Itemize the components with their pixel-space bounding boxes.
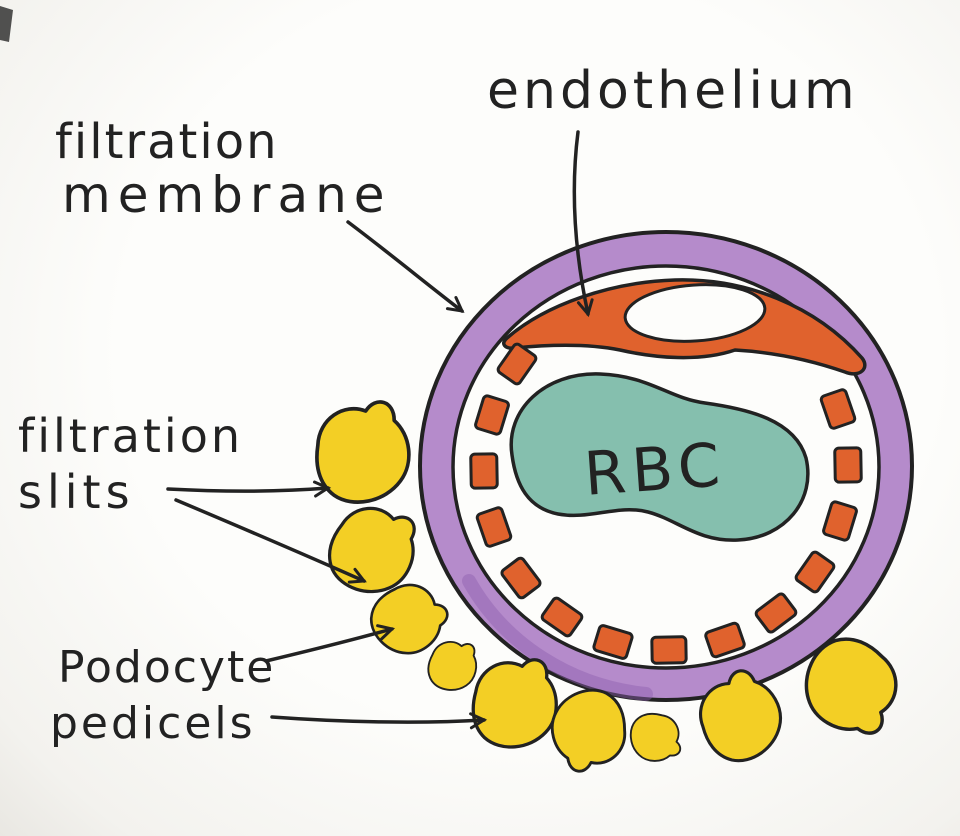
fenestra-pore xyxy=(623,283,767,343)
fenestration-square xyxy=(704,621,746,659)
rbc-label: RBC xyxy=(582,430,728,510)
endothelium-arrow xyxy=(572,130,594,318)
fenestration-square xyxy=(500,556,542,600)
fenestration-square xyxy=(819,388,857,430)
fenestration-square xyxy=(592,624,634,660)
fenestration-square xyxy=(822,500,858,542)
fenestration-square xyxy=(496,342,538,386)
endothelium-label: endothelium xyxy=(487,61,859,121)
filtration-slits-label-line2: slits xyxy=(18,465,135,519)
podocyte-arrow xyxy=(264,624,396,663)
pedicels-arrow xyxy=(270,712,488,730)
podocyte-pedicel xyxy=(305,396,420,512)
podocyte-pedicels-label-line2: pedicels xyxy=(50,698,256,749)
podocyte-pedicel xyxy=(467,656,562,752)
podocyte-pedicel xyxy=(628,710,683,764)
membrane-shading xyxy=(462,574,653,701)
fenestration-square xyxy=(474,394,510,436)
filtration-slits-arrow-1 xyxy=(166,480,332,498)
fenestration-square xyxy=(794,550,836,594)
fenestration-square xyxy=(475,506,513,548)
filtration-slits-arrow-2 xyxy=(174,498,367,584)
podocyte-pedicels-label-line1: Podocyte xyxy=(58,642,275,693)
fenestration-square xyxy=(650,635,688,665)
fenestration-square xyxy=(469,452,499,490)
fenestration-square xyxy=(754,592,798,634)
fenestration-ring xyxy=(469,342,863,665)
filtration-membrane-arrow xyxy=(346,220,465,313)
podocyte-pedicel xyxy=(424,637,481,695)
fenestration-square xyxy=(540,596,584,638)
filtration-slits-label-line1: filtration xyxy=(18,409,243,463)
fenestration-square xyxy=(833,446,863,484)
filtration-membrane-label-line2: membrane xyxy=(62,166,392,224)
filtration-membrane-label-line1: filtration xyxy=(55,114,278,170)
ink-smudge xyxy=(0,6,13,42)
rbc-cell xyxy=(509,372,810,542)
